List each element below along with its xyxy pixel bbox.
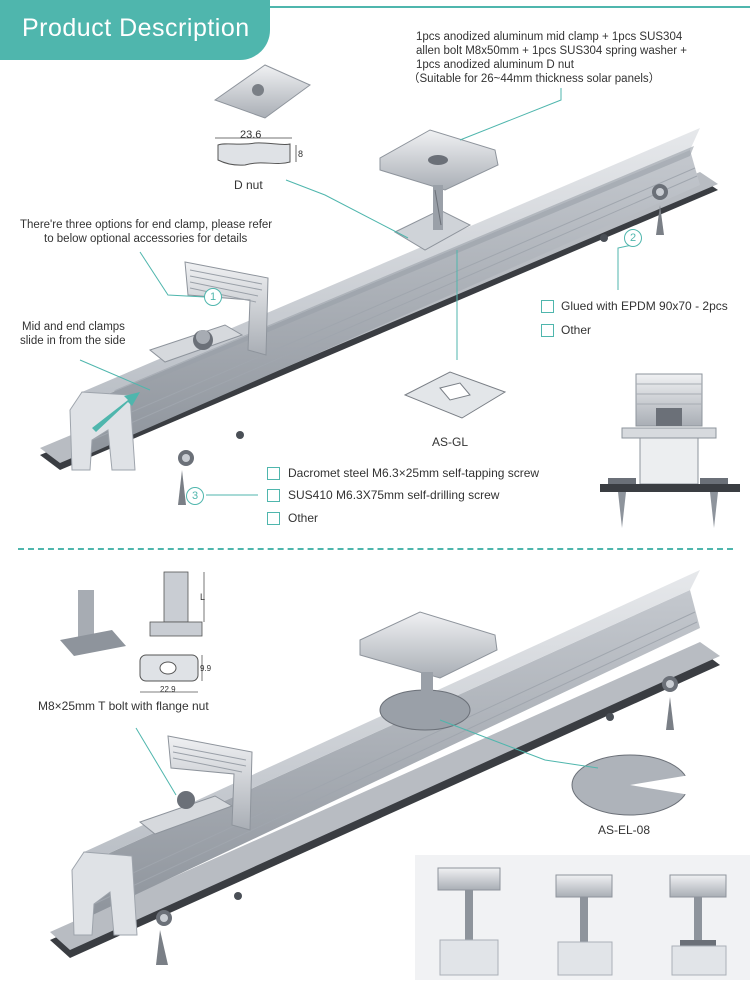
end-clamp-note-line-2: to below optional accessories for detail…	[44, 233, 248, 245]
slide-note-line-2: slide in from the side	[20, 335, 126, 347]
d-nut-height-dim: 8	[298, 149, 304, 159]
top-rail-assembly	[40, 128, 718, 505]
option3-label-2: SUS410 M6.3X75mm self-drilling screw	[288, 488, 500, 502]
badge-3: 3	[186, 487, 204, 505]
t-bolt-width-dim: 22.9	[160, 685, 176, 694]
as-gl-label: AS-GL	[432, 435, 469, 449]
option3-label-3: Other	[288, 511, 319, 525]
slide-note-line-1: Mid and end clamps	[22, 321, 125, 333]
end-clamp-note-line-1: There're three options for end clamp, pl…	[20, 219, 273, 231]
mid-clamp-description-line-3: 1pcs anodized aluminum D nut	[416, 59, 574, 71]
section-divider	[18, 548, 733, 550]
t-bolt-height-dim: 9.9	[200, 664, 212, 673]
option2-label-1: Glued with EPDM 90x70 - 2pcs	[561, 299, 728, 313]
bottom-rail-assembly	[50, 570, 720, 965]
option3-checkbox-3[interactable]	[267, 512, 280, 525]
mid-clamp-description-line-4: （Suitable for 26~44mm thickness solar pa…	[408, 73, 661, 85]
header-rule	[270, 6, 750, 8]
option3-checkbox-2[interactable]	[267, 489, 280, 502]
as-el-08-disc	[571, 754, 690, 816]
as-el-08-label: AS-EL-08	[598, 823, 651, 837]
badge-2: 2	[624, 229, 642, 247]
mid-clamp-description-line-1: 1pcs anodized aluminum mid clamp + 1pcs …	[416, 31, 683, 43]
badge-1: 1	[204, 288, 222, 306]
d-nut-width-dim: 23.6	[240, 129, 262, 141]
t-bolt-length-dim: L	[200, 592, 206, 602]
t-bolt-illustration	[60, 571, 205, 693]
option2-checkbox-2[interactable]	[541, 324, 554, 337]
t-bolt-label: M8×25mm T bolt with flange nut	[38, 699, 209, 713]
option3-checkbox-1[interactable]	[267, 467, 280, 480]
cross-section-detail	[600, 373, 740, 528]
mid-clamp-description-line-2: allen bolt M8x50mm + 1pcs SUS304 spring …	[416, 45, 688, 57]
d-nut-label: D nut	[234, 178, 263, 192]
option2-label-2: Other	[561, 323, 592, 337]
d-nut-illustration	[213, 64, 311, 166]
option2-checkbox-1[interactable]	[541, 300, 554, 313]
page-title: Product Description	[22, 14, 250, 42]
option3-label-1: Dacromet steel M6.3×25mm self-tapping sc…	[288, 466, 540, 480]
clamp-variants-panel	[415, 855, 750, 980]
header-banner	[0, 0, 270, 60]
as-gl-plate	[403, 371, 507, 419]
